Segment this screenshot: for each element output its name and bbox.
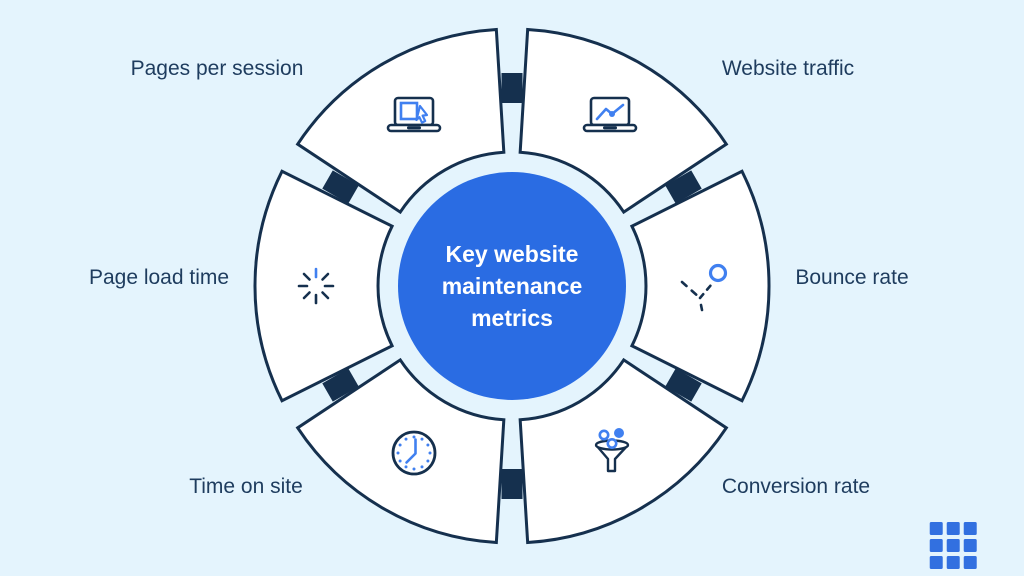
segment-connector — [501, 73, 523, 103]
label-time-on-site: Time on site — [189, 475, 303, 498]
label-page-load-time: Page load time — [88, 266, 230, 289]
wheel-title: Key website maintenance metrics — [441, 241, 583, 331]
laptop-trend-icon — [582, 96, 638, 133]
wheel-segment-bounce-rate — [630, 169, 771, 403]
bounce-ball-icon — [680, 263, 728, 312]
bluehost-grid-icon — [929, 522, 977, 569]
laptop-cursor-icon — [386, 96, 442, 133]
center-circle — [398, 172, 626, 400]
label-pages-per-session: Pages per session — [130, 57, 304, 80]
clock-icon — [391, 430, 437, 476]
segment-connector — [501, 469, 523, 499]
label-conversion-rate: Conversion rate — [721, 475, 871, 498]
label-website-traffic: Website traffic — [721, 57, 855, 80]
funnel-icon — [594, 428, 630, 473]
bluehost-wordmark: bluehost — [887, 573, 1020, 576]
bluehost-logo: bluehost — [887, 522, 1020, 576]
spinner-icon — [297, 267, 335, 305]
label-bounce-rate: Bounce rate — [795, 266, 909, 289]
wheel-segment-page-load-time — [253, 169, 394, 403]
